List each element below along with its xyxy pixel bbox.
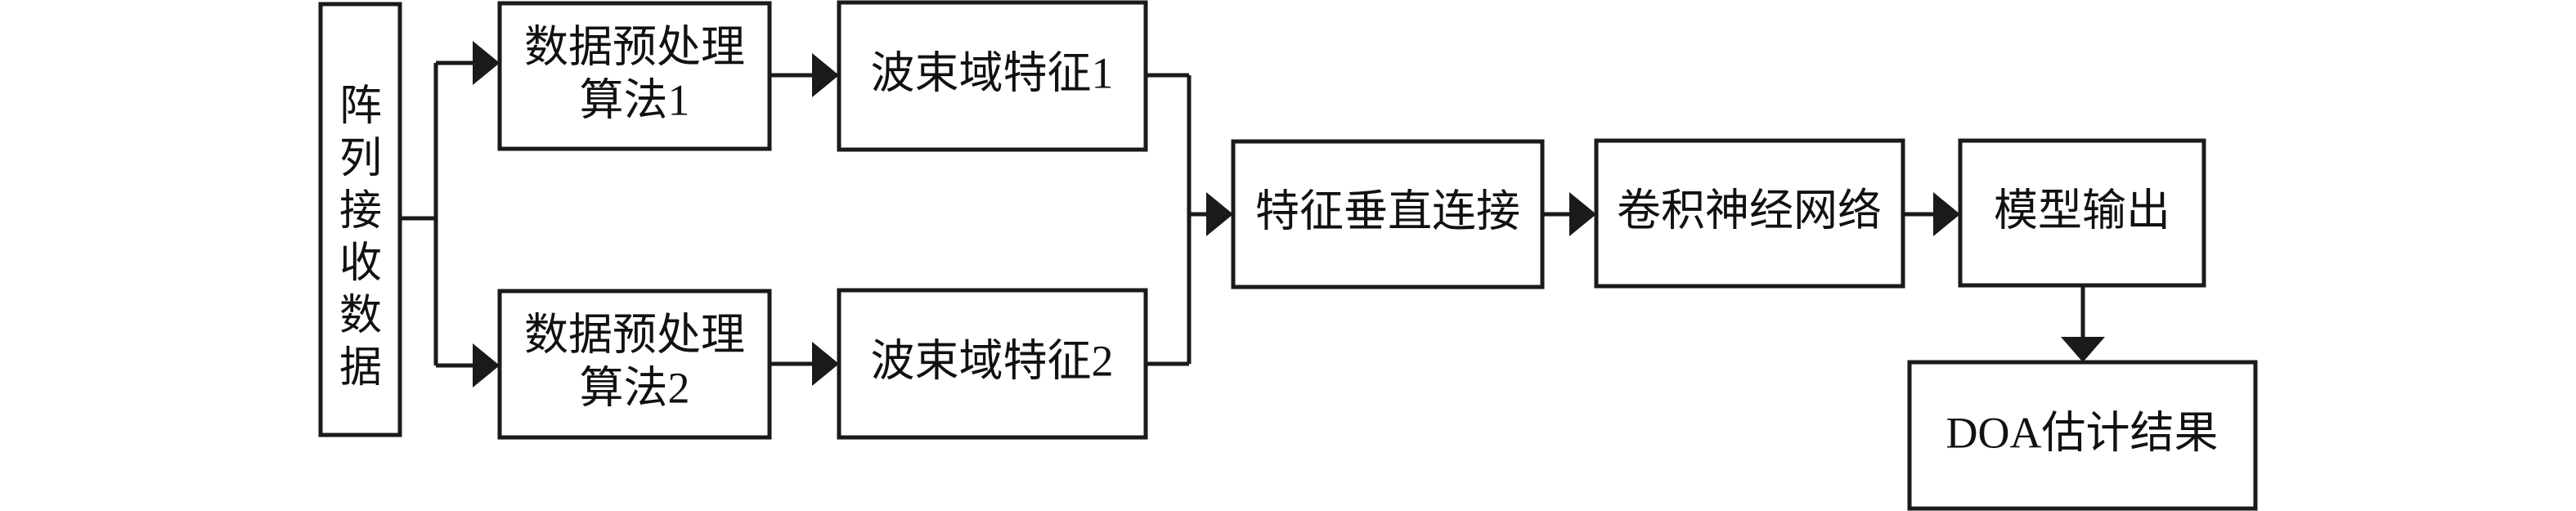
node-preprocess-2[interactable]: 数据预处理 算法2 — [497, 289, 772, 440]
node-preprocess-1-box[interactable] — [497, 1, 772, 151]
node-beam-feature-2[interactable]: 波束域特征2 — [837, 288, 1148, 440]
node-preprocess-2-box[interactable] — [497, 289, 772, 440]
node-feature-concat-label: 特征垂直连接 — [1255, 186, 1520, 235]
edge-cnn-to-model-output — [1903, 192, 1960, 236]
node-model-output-box[interactable] — [1958, 138, 2206, 288]
node-feature-concat[interactable]: 特征垂直连接 — [1231, 139, 1545, 289]
node-preprocess-1[interactable]: 数据预处理 算法1 — [497, 1, 772, 151]
node-array-received-data-char-0: 阵 — [339, 83, 382, 130]
node-doa-result[interactable]: DOA估计结果 — [1907, 360, 2258, 511]
node-doa-result-box[interactable] — [1907, 360, 2258, 511]
arrow-head-icon — [1206, 192, 1233, 236]
node-preprocess-2-label-line-0: 数据预处理 — [524, 310, 745, 359]
node-model-output[interactable]: 模型输出 — [1958, 138, 2206, 288]
node-preprocess-1-label-line-1: 算法1 — [580, 75, 690, 124]
node-array-received-data[interactable]: 阵 列 接 收 数 据 — [318, 2, 402, 437]
arrow-head-icon — [1569, 192, 1596, 236]
node-model-output-label: 模型输出 — [1994, 186, 2170, 235]
node-array-received-data-char-1: 列 — [339, 136, 382, 182]
node-array-received-data-box[interactable] — [318, 2, 402, 437]
node-doa-result-label: DOA估计结果 — [1946, 408, 2219, 457]
arrow-head-icon — [2061, 337, 2105, 362]
node-cnn[interactable]: 卷积神经网络 — [1594, 138, 1905, 289]
node-array-received-data-char-3: 收 — [339, 240, 382, 287]
edge-split-to-preprocess-1 — [436, 41, 500, 85]
node-cnn-label: 卷积神经网络 — [1617, 186, 1882, 235]
node-array-received-data-char-2: 接 — [339, 188, 382, 235]
arrow-head-icon — [1933, 192, 1960, 236]
node-array-received-data-char-5: 据 — [339, 345, 382, 392]
edge-preprocess-1-to-beam-1 — [770, 53, 839, 97]
node-beam-feature-1-box[interactable] — [837, 0, 1148, 152]
node-beam-feature-2-box[interactable] — [837, 288, 1148, 440]
edge-model-output-to-doa — [2061, 285, 2105, 362]
edge-preprocess-2-to-beam-2 — [770, 342, 839, 386]
edge-merge-to-concat — [1189, 192, 1233, 236]
edge-split-to-preprocess-2 — [436, 343, 500, 388]
arrow-head-icon — [473, 343, 500, 388]
arrow-head-icon — [812, 53, 839, 97]
node-preprocess-2-label-line-1: 算法2 — [580, 363, 690, 412]
node-beam-feature-1[interactable]: 波束域特征1 — [837, 0, 1148, 152]
node-beam-feature-2-label: 波束域特征2 — [871, 336, 1114, 385]
node-cnn-box[interactable] — [1594, 138, 1905, 289]
edge-concat-to-cnn — [1542, 192, 1596, 236]
node-preprocess-1-label-line-0: 数据预处理 — [524, 22, 745, 71]
node-feature-concat-box[interactable] — [1231, 139, 1545, 289]
node-array-received-data-char-4: 数 — [339, 293, 382, 339]
node-beam-feature-1-label: 波束域特征1 — [871, 48, 1114, 97]
arrow-head-icon — [473, 41, 500, 85]
arrow-head-icon — [812, 342, 839, 386]
